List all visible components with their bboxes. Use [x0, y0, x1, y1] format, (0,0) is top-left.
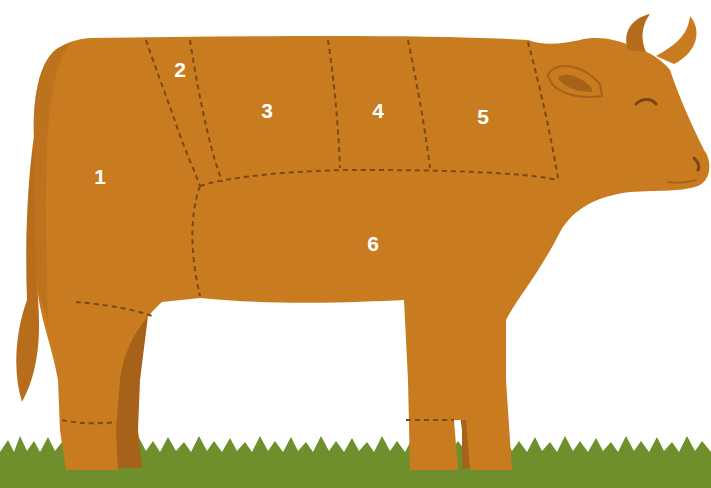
- rump-shade: [34, 44, 70, 320]
- cut-line: [192, 186, 200, 296]
- cut-line: [190, 40, 222, 182]
- horn: [656, 16, 697, 64]
- callout-number: 5: [477, 106, 489, 127]
- callout-number: 3: [261, 100, 273, 121]
- cut-line: [528, 42, 558, 178]
- mouth: [668, 180, 696, 183]
- cow-body: [34, 36, 710, 470]
- cut-line: [146, 40, 200, 186]
- ear: [548, 66, 602, 97]
- cut-line: [406, 419, 454, 421]
- cut-line: [200, 170, 558, 186]
- cut-line: [328, 40, 340, 168]
- cut-line: [62, 420, 116, 423]
- cut-lines: [62, 40, 558, 423]
- eye: [636, 100, 656, 105]
- callout-number: 6: [367, 233, 379, 254]
- callout-number: 2: [174, 59, 186, 80]
- callout-number: 1: [94, 166, 106, 187]
- cut-line: [76, 302, 152, 316]
- horn: [626, 14, 650, 52]
- cut-line: [408, 40, 430, 168]
- nostril: [694, 158, 699, 170]
- callout-number: 4: [372, 100, 384, 121]
- ear-inner: [558, 75, 592, 92]
